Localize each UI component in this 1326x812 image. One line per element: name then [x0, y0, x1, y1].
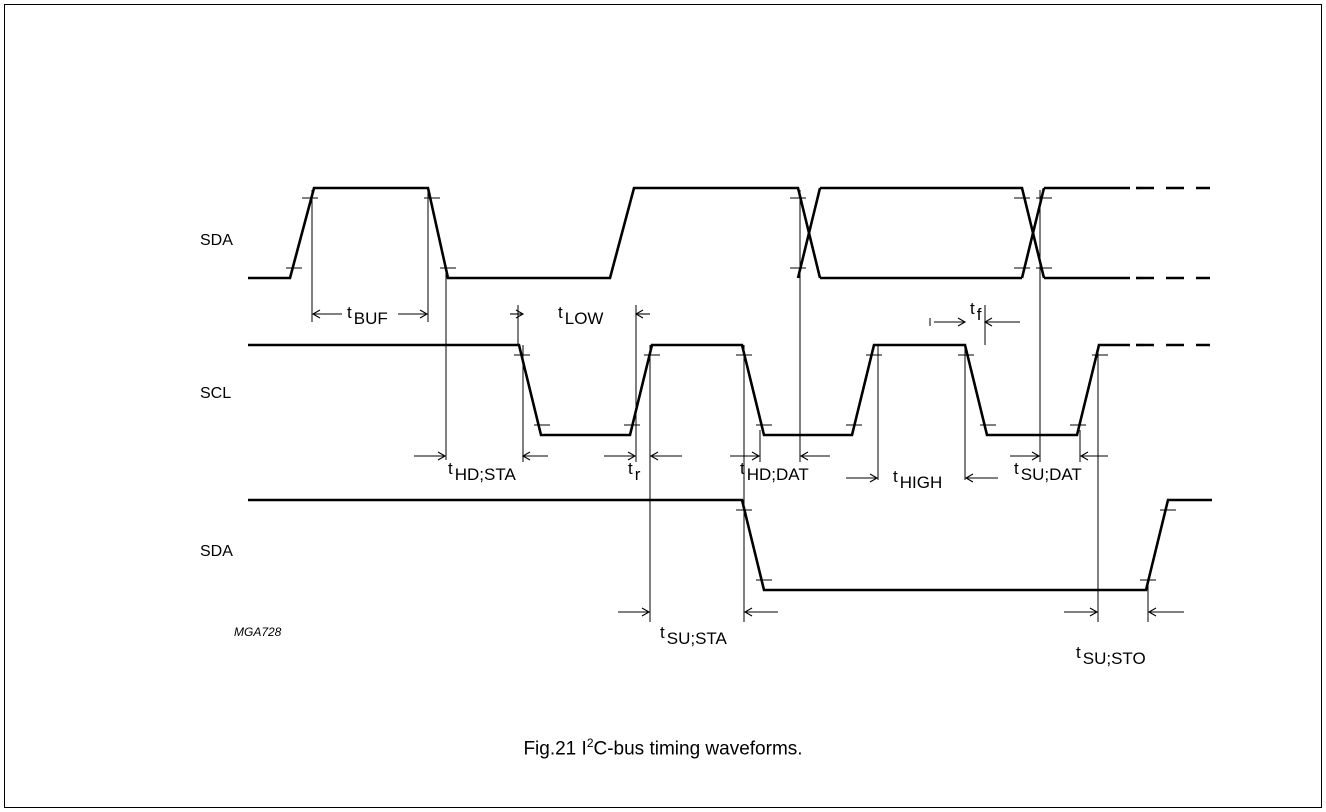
reference-lines	[311, 190, 1149, 622]
figure-caption: Fig.21 I2C-bus timing waveforms.	[523, 736, 803, 760]
figure-id: MGA728	[234, 625, 282, 639]
signal-label-scl: SCL	[200, 385, 231, 402]
scl-waveform	[248, 343, 1210, 437]
sda-top-waveform	[248, 186, 1210, 280]
timing-arrows	[311, 309, 1184, 617]
figure-frame	[4, 4, 1322, 808]
signal-label-sda-bottom: SDA	[200, 543, 233, 560]
signal-label-sda-top: SDA	[200, 232, 233, 249]
threshold-ticks	[286, 197, 1176, 581]
sda-bottom-waveform	[248, 498, 1212, 592]
